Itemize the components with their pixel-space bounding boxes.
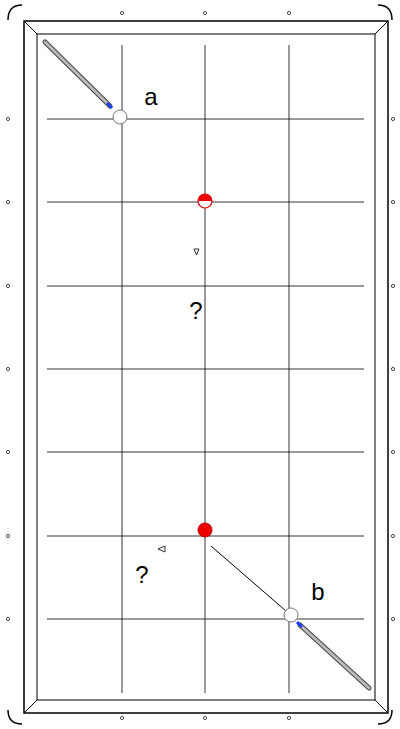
direction-marker — [158, 546, 165, 552]
cue-tip — [107, 103, 112, 108]
grid-line — [47, 369, 364, 370]
red-ball — [198, 523, 212, 537]
rail-diamond — [391, 617, 394, 620]
rail-diamond — [391, 450, 394, 453]
rail-diamond — [391, 284, 394, 287]
rail-diamond — [6, 117, 9, 120]
rail-diamond — [203, 11, 206, 14]
question-label: ? — [135, 563, 148, 587]
rail-diamond — [391, 367, 394, 370]
rail-diamond — [391, 200, 394, 203]
grid-line — [47, 619, 364, 620]
cue-ball — [284, 608, 298, 622]
rail-diamond — [6, 200, 9, 203]
rail-outer — [24, 21, 388, 713]
rail-diamond — [6, 284, 9, 287]
rail-diamond — [6, 450, 9, 453]
rail-diamond — [391, 534, 394, 537]
rail-diamond — [6, 617, 9, 620]
rail-diamond — [391, 117, 394, 120]
red-ball-half — [198, 194, 212, 201]
rail-diamond — [120, 11, 123, 14]
grid-lines — [47, 45, 364, 693]
red-ball — [198, 194, 212, 208]
rail-diamond — [120, 716, 123, 719]
cue-ball — [113, 110, 127, 124]
question-label: ? — [189, 299, 202, 323]
rail-diamond — [287, 716, 290, 719]
table-corner — [8, 5, 392, 724]
rail-diamond — [287, 11, 290, 14]
rail-diamond — [6, 367, 9, 370]
ball-path — [211, 546, 286, 611]
cue-stick — [300, 625, 369, 688]
grid-line — [47, 286, 364, 287]
grid-line — [47, 119, 364, 120]
rail-diamond — [6, 534, 9, 537]
grid-line — [47, 452, 364, 453]
rail-diamonds — [6, 11, 394, 719]
ball-label: a — [144, 85, 157, 109]
rail-diamond — [203, 716, 206, 719]
cue-tip — [297, 622, 302, 627]
cushion — [37, 34, 375, 700]
direction-marker — [194, 249, 199, 255]
cue-stick — [45, 42, 110, 106]
ball-label: b — [311, 580, 324, 604]
